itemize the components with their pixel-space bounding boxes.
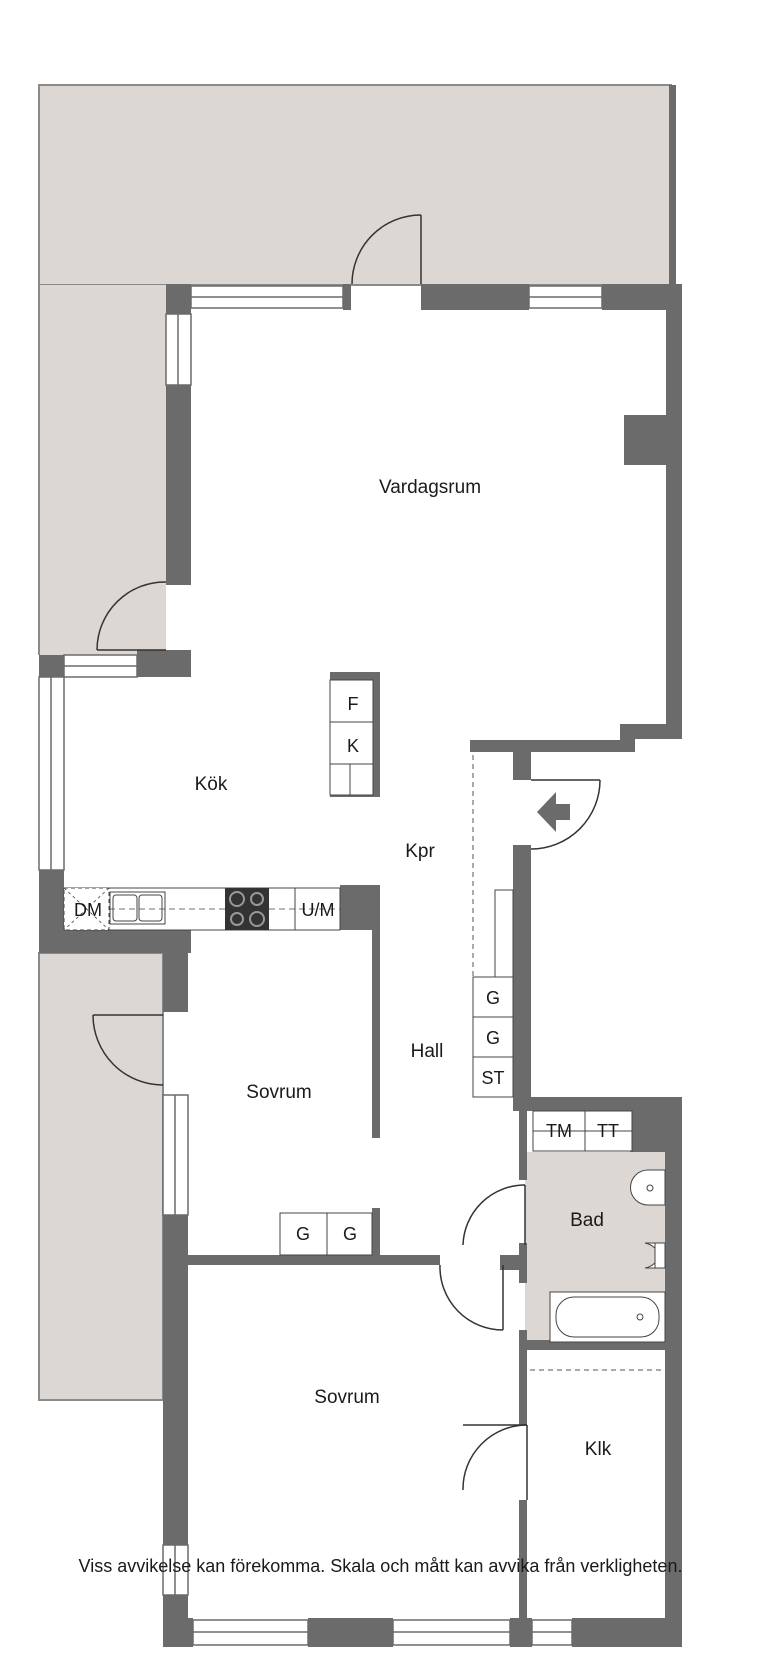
room-label-sovrum-2: Sovrum [314,1387,379,1408]
sink-icon [109,891,166,925]
freezer-label: K [347,736,359,756]
windows [38,285,603,1646]
fridge-label: F [348,694,359,714]
cleaning-closet-label: ST [481,1068,504,1088]
doors [92,214,601,1500]
room-label-kpr: Kpr [405,841,435,862]
room-label-hall: Hall [411,1041,444,1062]
room-label-bad: Bad [570,1210,604,1231]
kitchen-counter [63,887,341,931]
room-label-sovrum-1: Sovrum [246,1082,311,1103]
hall-closets [472,889,514,1098]
disclaimer-text: Viss avvikelse kan förekomma. Skala och … [78,1556,683,1576]
entrance-arrow-icon [537,792,570,832]
room-label-vardagsrum: Vardagsrum [379,477,481,498]
kitchen-island [329,672,380,797]
bedroom-wardrobe-label-1: G [296,1224,310,1244]
hall-wardrobe-label-2: G [486,1028,500,1048]
room-label-kok: Kök [195,774,228,795]
oven-microwave-label: U/M [302,900,335,920]
terrace-top [38,84,672,655]
bath-fixtures [549,1169,666,1343]
room-label-klk: Klk [585,1439,612,1460]
bedroom-wardrobes [279,1212,373,1256]
bedroom-wardrobe-label-2: G [343,1224,357,1244]
dishwasher-label: DM [74,900,102,920]
balcony-left [38,952,164,1401]
hall-wardrobe-label-1: G [486,988,500,1008]
laundry-machines [532,1110,633,1152]
washing-machine-label: TM [546,1121,572,1141]
dryer-label: TT [597,1121,619,1141]
walls [39,85,682,1647]
